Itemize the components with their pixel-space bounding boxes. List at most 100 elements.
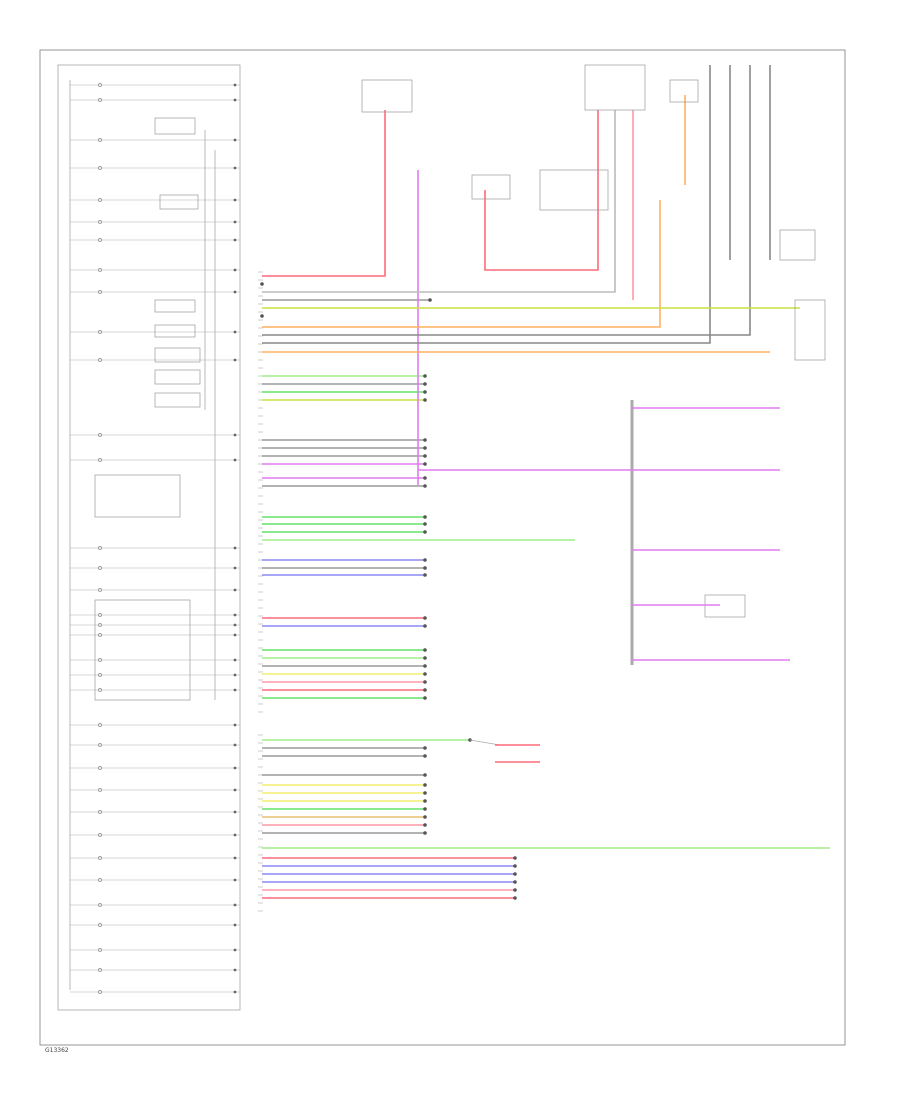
cluster-terminal-dot bbox=[233, 856, 237, 860]
indicator-lamp-icon bbox=[98, 98, 102, 102]
wire-end-dot bbox=[423, 374, 427, 378]
cluster-terminal-dot bbox=[233, 968, 237, 972]
wire-harness bbox=[260, 282, 540, 900]
cluster-terminal-dot bbox=[233, 198, 237, 202]
wire-end-dot bbox=[423, 815, 427, 819]
indicator-lamp-icon bbox=[98, 688, 102, 692]
cluster-terminal-dot bbox=[233, 833, 237, 837]
module-box bbox=[539, 169, 609, 211]
fuse-block-box bbox=[361, 79, 413, 113]
right-bus-taps bbox=[418, 407, 790, 661]
wire-end-dot bbox=[423, 823, 427, 827]
indicator-lamp-icon bbox=[98, 433, 102, 437]
cluster-terminal-dot bbox=[233, 166, 237, 170]
indicator-lamp-icon bbox=[98, 766, 102, 770]
red-feed-left bbox=[262, 110, 386, 277]
wire-end-dot bbox=[423, 398, 427, 402]
relay-box bbox=[471, 174, 511, 200]
indicator-lamp-icon bbox=[98, 990, 102, 994]
cluster-outline bbox=[57, 64, 241, 1011]
vertical-feeds bbox=[262, 65, 800, 665]
wire-end-dot bbox=[423, 573, 427, 577]
cluster-internal-boxes bbox=[94, 117, 201, 701]
cluster-terminal-dot bbox=[233, 766, 237, 770]
indicator-lamp-icon bbox=[98, 220, 102, 224]
wire-end-dot bbox=[423, 831, 427, 835]
cluster-terminal-dot bbox=[233, 138, 237, 142]
wire-end-dot bbox=[513, 856, 517, 860]
cluster-terminal-dot bbox=[233, 220, 237, 224]
orange-right bbox=[262, 200, 661, 328]
indicator-lamp-icon bbox=[98, 238, 102, 242]
cluster-terminal-dot bbox=[233, 358, 237, 362]
wire-end-dot bbox=[423, 462, 427, 466]
wire-end-dot bbox=[513, 864, 517, 868]
indicator-lamp-icon bbox=[98, 968, 102, 972]
indicator-lamp-icon bbox=[98, 83, 102, 87]
instrument-cluster bbox=[57, 64, 241, 1011]
wire-end-dot bbox=[423, 799, 427, 803]
indicator-lamp-icon bbox=[98, 290, 102, 294]
wire-end-dot bbox=[423, 696, 427, 700]
indicator-lamp-icon bbox=[98, 166, 102, 170]
wire-end-dot bbox=[260, 282, 264, 286]
wire-end-dot bbox=[423, 754, 427, 758]
cluster-terminal-dot bbox=[233, 458, 237, 462]
wire-end-dot bbox=[423, 558, 427, 562]
wire-end-dot bbox=[423, 484, 427, 488]
indicator-lamp-icon bbox=[98, 903, 102, 907]
wire-end-dot bbox=[423, 390, 427, 394]
wire-end-dot bbox=[513, 872, 517, 876]
cluster-terminal-dot bbox=[233, 98, 237, 102]
wire-end-dot bbox=[423, 446, 427, 450]
indicator-lamp-icon bbox=[98, 658, 102, 662]
wire-end-dot bbox=[423, 746, 427, 750]
cluster-terminal-dot bbox=[233, 658, 237, 662]
indicator-lamp-icon bbox=[98, 623, 102, 627]
cluster-terminal-dot bbox=[233, 268, 237, 272]
wire-end-dot bbox=[423, 648, 427, 652]
indicator-lamp-icon bbox=[98, 948, 102, 952]
wire-end-dot bbox=[423, 773, 427, 777]
indicator-lamp-icon bbox=[98, 613, 102, 617]
sensor-box bbox=[584, 64, 646, 111]
indicator-lamp-icon bbox=[98, 546, 102, 550]
cluster-terminal-dot bbox=[233, 83, 237, 87]
top-components bbox=[361, 64, 826, 618]
cluster-terminal-dot bbox=[233, 623, 237, 627]
wire-end-dot bbox=[423, 454, 427, 458]
indicator-lamp-icon bbox=[98, 833, 102, 837]
cluster-terminal-dot bbox=[233, 238, 237, 242]
indicator-lamp-icon bbox=[98, 788, 102, 792]
cluster-terminal-dot bbox=[233, 743, 237, 747]
cluster-terminal-dot bbox=[233, 788, 237, 792]
wire-end-dot bbox=[423, 616, 427, 620]
wire-end-dot bbox=[260, 314, 264, 318]
indicator-lamp-icon bbox=[98, 330, 102, 334]
indicator-lamp-icon bbox=[98, 566, 102, 570]
cluster-terminal-dot bbox=[233, 948, 237, 952]
wire-end-dot bbox=[423, 515, 427, 519]
wire-end-dot bbox=[423, 624, 427, 628]
indicator-lamp-icon bbox=[98, 878, 102, 882]
indicator-lamp-icon bbox=[98, 723, 102, 727]
cluster-terminal-dot bbox=[233, 330, 237, 334]
gray-right-1 bbox=[262, 65, 711, 344]
cluster-terminal-dot bbox=[233, 878, 237, 882]
cluster-terminal-dot bbox=[233, 566, 237, 570]
red-feed-mid bbox=[484, 110, 599, 271]
indicator-lamp-icon bbox=[98, 588, 102, 592]
wire-end-dot bbox=[423, 566, 427, 570]
cluster-terminal-dot bbox=[233, 433, 237, 437]
indicator-lamp-icon bbox=[98, 923, 102, 927]
wire-end-dot bbox=[423, 382, 427, 386]
cluster-terminal-dot bbox=[233, 633, 237, 637]
wire-end-dot bbox=[423, 656, 427, 660]
wire-end-dot bbox=[423, 530, 427, 534]
wire-end-dot bbox=[423, 672, 427, 676]
indicator-lamp-icon bbox=[98, 810, 102, 814]
image-id: G13362 bbox=[45, 1047, 69, 1054]
cluster-terminal-dot bbox=[233, 923, 237, 927]
wire-end-dot bbox=[423, 664, 427, 668]
